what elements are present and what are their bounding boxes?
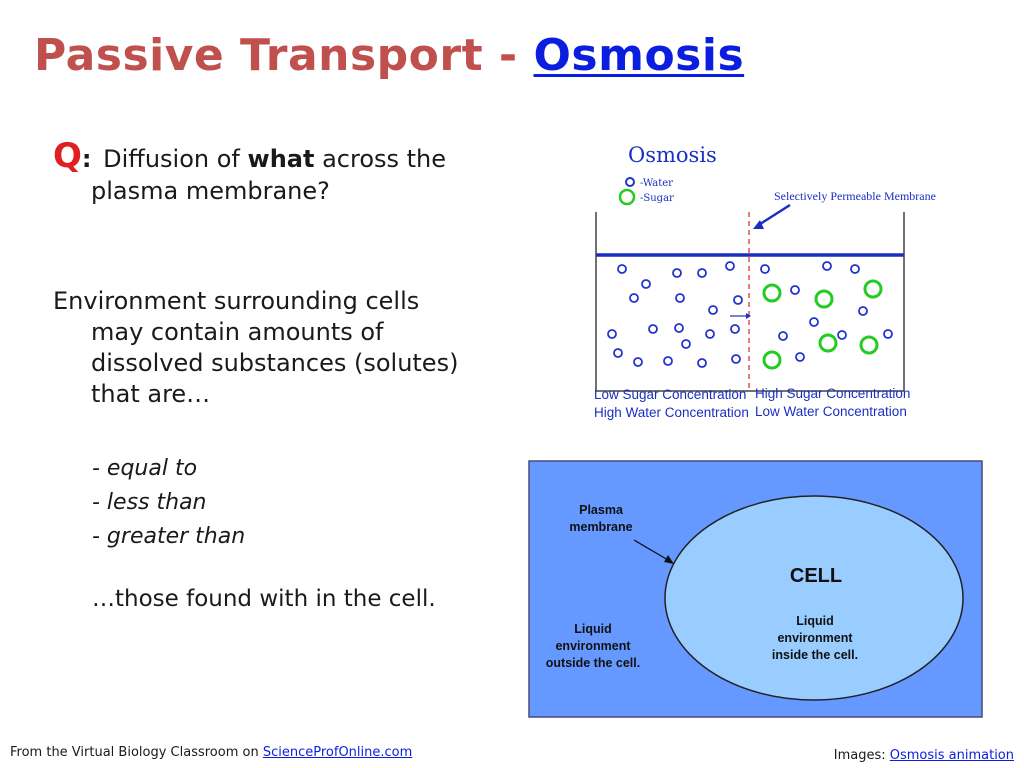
outside-label-2: environment: [555, 639, 631, 653]
sugar-molecules-right: [762, 279, 883, 370]
plasma-membrane-arrowhead: [664, 555, 674, 564]
legend-water-label: -Water: [640, 178, 673, 189]
option-less: - less than: [92, 490, 207, 515]
outside-label-3: outside the cell.: [546, 656, 640, 670]
outside-label-1: Liquid: [574, 622, 612, 636]
question-bold-word: what: [247, 145, 315, 173]
environment-paragraph: Environment surrounding cells may contai…: [53, 286, 473, 410]
membrane-pointer-arrowhead: [753, 220, 764, 229]
closing-text: …those found with in the cell.: [92, 586, 436, 612]
environment-line-3: dissolved substances (solutes): [91, 349, 459, 377]
scienceprofonline-link[interactable]: ScienceProfOnline.com: [262, 745, 413, 760]
option-equal: - equal to: [92, 456, 198, 481]
osmosis-title-link[interactable]: Osmosis: [533, 30, 745, 81]
cell-environment-diagram: Plasma membrane CELL Liquid environment …: [528, 460, 983, 718]
plasma-membrane-label-2: membrane: [569, 520, 632, 534]
inside-label-3: inside the cell.: [772, 648, 858, 662]
legend-sugar-icon: [618, 188, 636, 206]
osmosis-animation-link[interactable]: Osmosis animation: [889, 748, 1014, 763]
question-text-start: Diffusion of: [103, 145, 248, 173]
question-text-end: across the: [314, 145, 447, 173]
footer-images-credit: Images: Osmosis animation: [834, 748, 1014, 763]
slide-title: Passive Transport - Osmosis: [34, 30, 744, 81]
legend-water-icon: [625, 177, 635, 187]
legend-sugar-label: -Sugar: [640, 193, 674, 204]
left-label-sugar: Low Sugar Concentration: [594, 387, 746, 402]
environment-line-2: may contain amounts of: [91, 318, 384, 346]
option-greater: - greater than: [92, 524, 246, 549]
concentration-options: - equal to - less than - greater than: [92, 452, 245, 554]
footer-credit: From the Virtual Biology Classroom on Sc…: [10, 745, 412, 760]
membrane-label: Selectively Permeable Membrane: [774, 189, 936, 203]
cell-label: CELL: [790, 565, 842, 587]
right-label-water: Low Water Concentration: [755, 404, 907, 419]
question-colon: :: [81, 145, 92, 173]
water-flow-arrowhead: [746, 313, 751, 319]
beaker-outline: [595, 212, 905, 392]
osmosis-figure-title: Osmosis: [628, 143, 717, 167]
right-label-sugar: High Sugar Concentration: [755, 386, 910, 401]
question-line-2: plasma membrane?: [91, 177, 330, 205]
left-label-water: High Water Concentration: [594, 405, 749, 420]
water-molecules-left: [607, 261, 743, 368]
question-block: Q: Diffusion of what across the plasma m…: [53, 139, 473, 207]
inside-label-1: Liquid: [796, 614, 834, 628]
plasma-membrane-label-1: Plasma: [579, 503, 624, 517]
environment-line-4: that are…: [91, 380, 211, 408]
inside-label-2: environment: [777, 631, 853, 645]
cell-ellipse: [664, 495, 964, 701]
water-molecules-right: [760, 261, 893, 362]
plasma-membrane-arrow: [633, 539, 669, 561]
environment-line-1: Environment surrounding cells: [53, 287, 420, 315]
footer-images-text: Images:: [833, 748, 890, 763]
question-mark-label: Q: [53, 136, 82, 176]
osmosis-diagram: Osmosis -Water -Sugar Selectively Permea…: [594, 143, 936, 420]
membrane-pointer-arrow: [756, 203, 791, 228]
title-text: Passive Transport -: [34, 30, 534, 81]
footer-credit-text: From the Virtual Biology Classroom on: [10, 745, 263, 760]
